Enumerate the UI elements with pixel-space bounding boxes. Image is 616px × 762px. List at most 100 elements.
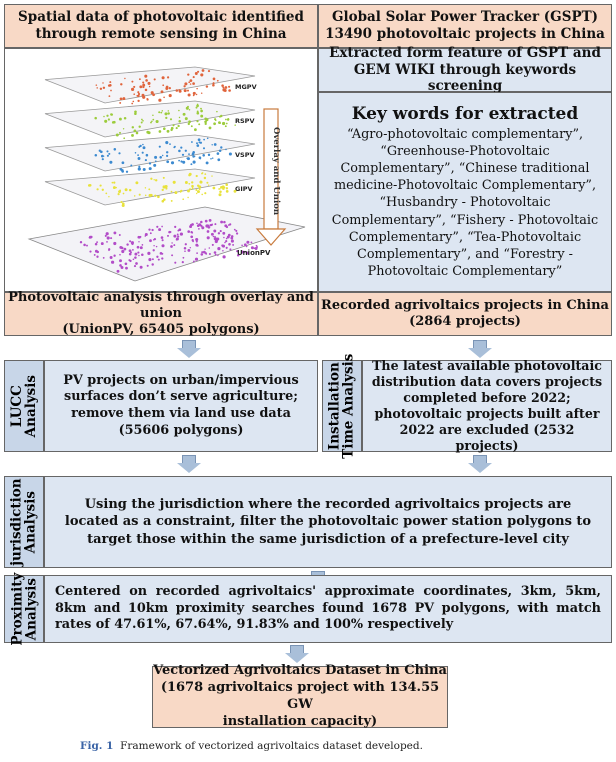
final-line3: installation capacity) [222,713,378,729]
union-point [243,250,246,253]
union-point [212,235,215,238]
union-point [141,244,144,246]
layer-point-rspv [160,111,163,114]
layer-point-mgpv [137,99,140,103]
layer-point-vspv [205,161,209,165]
layer-point-gipv [124,188,128,192]
union-point [211,243,214,246]
layer-point-gipv [128,188,132,192]
layer-label-vspv: VSPV [235,151,255,159]
layer-point-gipv [99,184,102,187]
layer-point-gipv [199,180,202,183]
layer-point-rspv [216,110,218,113]
union-point [217,254,219,257]
union-point [156,255,159,258]
layer-point-rspv [178,116,181,119]
layer-point-vspv [142,146,146,150]
union-point [155,245,158,248]
layer-point-rspv [163,127,166,130]
union-point [156,225,159,228]
union-point [93,253,96,256]
layer-point-vspv [202,147,206,150]
union-point [201,226,205,230]
layer-point-vspv [118,152,121,155]
union-label: UnionPV [237,249,271,257]
union-point [148,258,152,262]
layer-point-vspv [158,145,161,148]
union-point [144,232,148,237]
union-point [148,228,151,231]
layer-point-gipv [211,175,213,177]
layer-point-vspv [184,149,187,152]
union-point [217,247,221,251]
layer-point-mgpv [142,81,145,84]
layer-point-rspv [119,131,121,134]
layer-point-rspv [177,124,180,128]
layer-point-rspv [155,119,159,124]
union-point [182,256,185,259]
union-point [102,256,105,259]
layer-point-mgpv [137,91,140,94]
union-point [135,262,138,265]
layer-point-gipv [201,193,203,196]
union-point [217,232,221,235]
layer-point-rspv [106,114,109,117]
extracted-header: Extracted form feature of GSPT and GEM W… [318,45,612,94]
union-point [96,241,99,244]
union-point [235,229,238,232]
layer-point-mgpv [160,90,164,94]
layer-point-mgpv [187,89,189,92]
layer-point-mgpv [194,72,198,75]
layer-point-vspv [182,160,186,164]
union-point [106,241,108,243]
layer-point-gipv [195,174,198,178]
union-point [184,243,187,246]
layer-label-mgpv: MGPV [235,83,257,91]
layer-point-gipv [182,198,185,201]
layer-point-gipv [184,181,188,184]
union-point [152,238,155,241]
union-point [202,250,206,254]
layer-point-mgpv [95,84,98,86]
layer-point-mgpv [224,86,228,89]
union-point [210,223,213,227]
union-point [223,220,226,224]
layer-point-gipv [164,184,168,189]
layer-point-rspv [178,120,181,123]
layer-point-vspv [145,153,149,157]
union-point [176,233,179,236]
union-point [136,245,140,249]
layer-point-gipv [204,173,207,176]
layer-point-gipv [233,189,237,193]
layer-point-vspv [153,163,157,167]
layer-point-vspv [141,151,144,154]
layer-point-rspv [222,121,226,126]
union-point [151,258,154,261]
union-point [111,260,115,264]
layer-point-gipv [218,193,222,197]
union-point [89,250,92,253]
union-point [241,250,244,253]
layer-point-rspv [208,126,212,130]
layer-point-rspv [161,110,164,112]
layer-point-mgpv [175,89,179,92]
layer-point-gipv [157,195,160,199]
layer-point-mgpv [131,80,134,83]
layer-point-mgpv [205,85,209,88]
remote-sensing-header: Spatial data of photovoltaic identified … [4,4,318,48]
layer-point-gipv [225,190,229,193]
union-point [219,230,222,233]
layer-point-vspv [137,167,141,171]
layer-point-gipv [133,195,136,197]
layer-point-rspv [205,118,209,122]
layer-point-mgpv [150,91,154,95]
layer-point-vspv [106,154,109,157]
layer-point-rspv [198,123,201,126]
union-point [158,228,162,232]
final-line2: (1678 agrivoltaics project with 134.55 G… [160,680,440,712]
layer-point-mgpv [228,89,231,92]
layer-point-gipv [161,188,164,192]
layer-point-gipv [148,188,151,191]
